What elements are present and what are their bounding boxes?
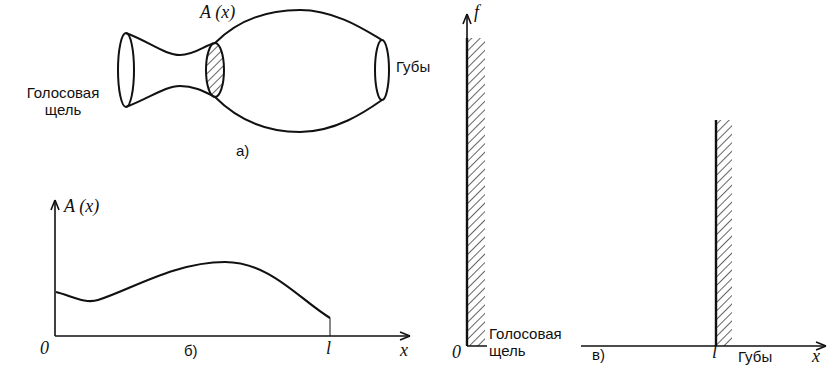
panel-letter: а) (236, 142, 249, 159)
vocal-tract (118, 10, 389, 132)
axis-tick: l (326, 338, 331, 359)
section-label: A (x) (200, 2, 235, 23)
part-name: Голосовая щель (487, 325, 581, 360)
area-graph (51, 200, 410, 340)
boundary-graph (463, 14, 826, 350)
panel-letter: в) (592, 346, 605, 363)
part-name: Голосовая щель (8, 84, 118, 119)
axis-tick: l (712, 342, 717, 363)
panel-letter: б) (184, 342, 198, 359)
axis-label: f (474, 2, 479, 23)
axis-label: x (400, 340, 408, 361)
axis-tick: 0 (452, 342, 461, 363)
part-name: Губы (396, 58, 430, 75)
axis-tick: 0 (40, 338, 49, 359)
axis-label: A (x) (64, 196, 99, 217)
axis-label: x (812, 346, 820, 367)
part-name: Губы (738, 348, 772, 365)
